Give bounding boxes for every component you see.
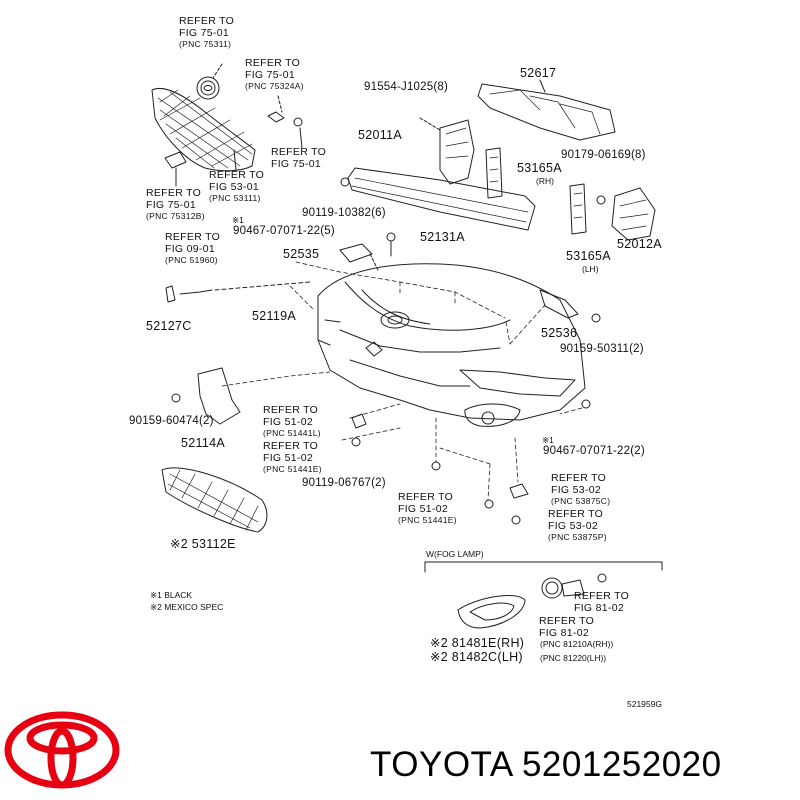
bumper-cover-drawing <box>317 263 586 427</box>
mark-1-b: ※1 <box>542 435 554 445</box>
rh-label: (RH) <box>536 176 554 186</box>
part-52114a: 52114A <box>181 436 225 450</box>
toyota-logo-icon <box>4 711 120 789</box>
note-mexico-spec: ※2 MEXICO SPEC <box>150 602 224 612</box>
part-90159-50311: 90159-50311(2) <box>560 343 644 355</box>
figure-code: 521959G <box>627 699 662 709</box>
note-black: ※1 BLACK <box>150 590 193 600</box>
part-90119-10382: 90119-10382(6) <box>302 207 386 219</box>
part-81482c-lh: ※2 81482C(LH) <box>430 650 523 664</box>
upper-grille-drawing <box>151 88 256 172</box>
part-52131a: 52131A <box>420 230 465 244</box>
part-90179-06169: 90179-06169(8) <box>561 149 646 161</box>
part-90467-07071-b: 90467-07071-22(2) <box>543 445 645 457</box>
part-52012a: 52012A <box>617 237 662 251</box>
part-52011a: 52011A <box>358 128 402 142</box>
lh-label: (LH) <box>582 264 599 274</box>
absorber-52617-drawing <box>477 83 616 141</box>
part-52617: 52617 <box>520 66 557 80</box>
part-81481e-rh: ※2 81481E(RH) <box>430 636 525 650</box>
bumper-reinforcement-drawing <box>347 167 536 231</box>
pnc-81220: (PNC 81220(LH)) <box>540 653 607 663</box>
part-90159-60474: 90159-60474(2) <box>129 415 214 427</box>
emblem-drawing <box>196 76 220 100</box>
part-52127c: 52127C <box>146 319 192 333</box>
part-53165a-lh: 53165A <box>566 249 611 263</box>
part-52536: 52536 <box>541 326 578 340</box>
part-52535: 52535 <box>283 247 320 261</box>
pnc-81210a: (PNC 81210A(RH)) <box>540 639 614 649</box>
fog-lamp-section-drawing <box>424 561 663 629</box>
lower-grille-drawing <box>161 467 268 533</box>
part-52119a: 52119A <box>252 309 296 323</box>
part-90119-06767: 90119-06767(2) <box>302 477 386 489</box>
part-90467-07071-a: 90467-07071-22(5) <box>233 225 335 237</box>
part-91554-j1025: 91554-J1025(8) <box>364 81 448 93</box>
brand-part-number: TOYOTA 5201252020 <box>370 745 722 784</box>
fog-lamp-header: W(FOG LAMP) <box>426 549 484 559</box>
part-53165a-rh: 53165A <box>517 161 562 175</box>
mark-1-a: ※1 <box>232 215 244 225</box>
part-53112e: ※2 53112E <box>170 537 236 551</box>
